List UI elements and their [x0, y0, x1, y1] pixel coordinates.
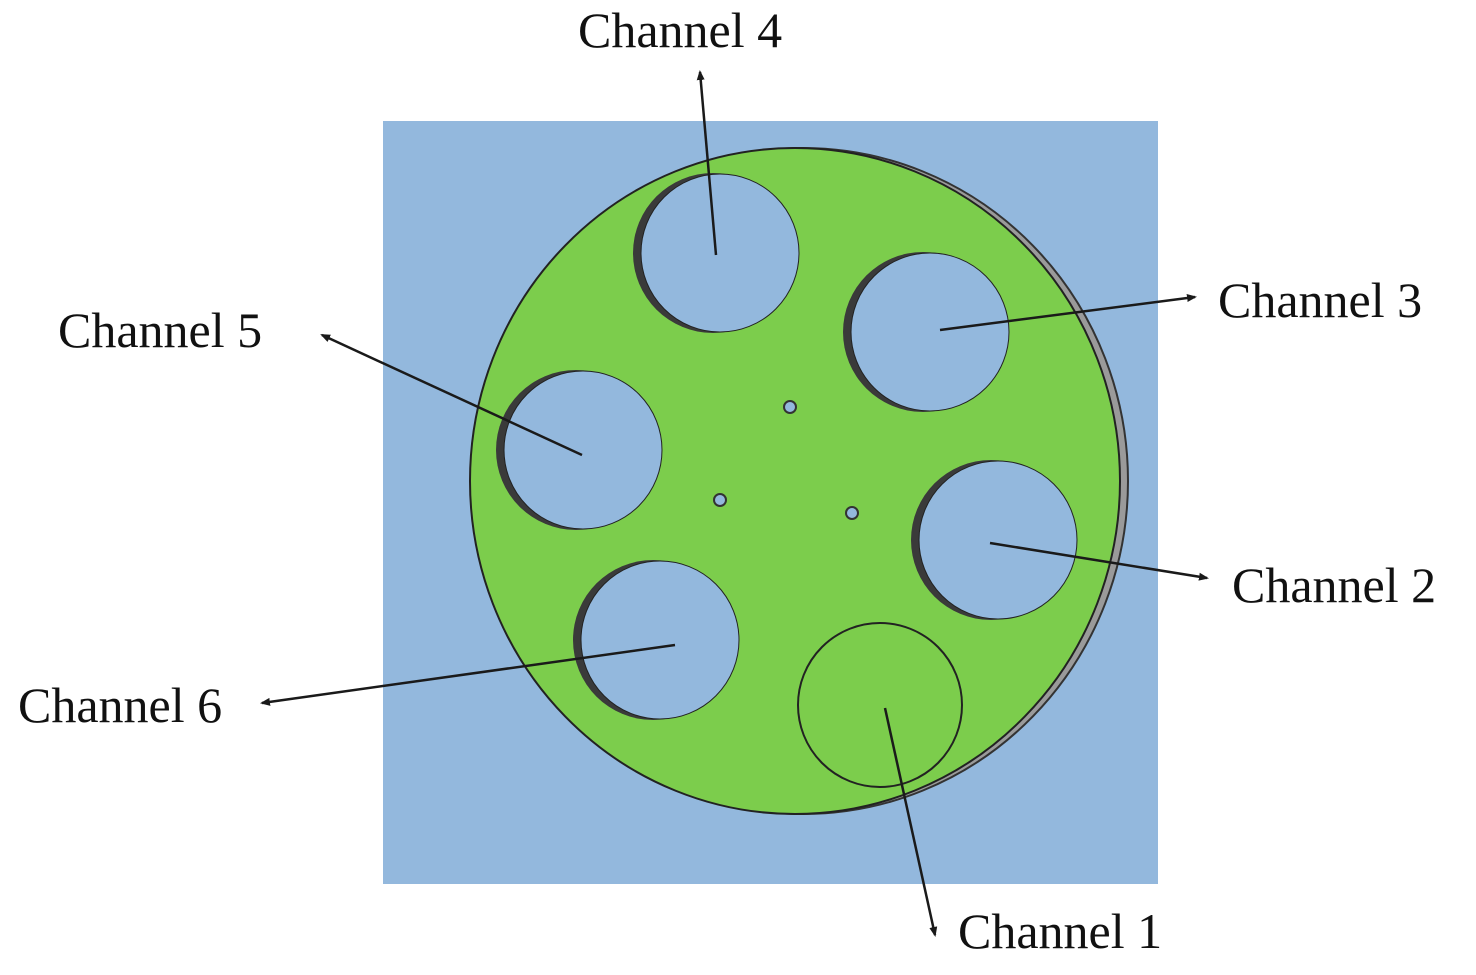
- label-channel-1: Channel 1: [958, 903, 1162, 959]
- channel-hole-ch1: [797, 622, 963, 788]
- channel-hole-ch2: [918, 460, 1078, 620]
- channel-hole-ch6: [580, 560, 740, 720]
- arrow-ch6: [260, 643, 676, 706]
- arrow-ch5: [320, 333, 583, 457]
- label-channel-4: Channel 4: [578, 2, 782, 58]
- arrow-ch4: [696, 70, 718, 256]
- label-channel-6: Channel 6: [18, 677, 222, 733]
- arrow-ch3: [939, 294, 1197, 332]
- arrow-ch2: [989, 541, 1209, 581]
- channel-hole-ch5: [503, 370, 663, 530]
- center-pin: [783, 400, 797, 414]
- arrow-ch1: [883, 707, 938, 937]
- label-channel-2: Channel 2: [1232, 557, 1436, 613]
- center-pin: [845, 506, 859, 520]
- channel-hole-ch3: [850, 252, 1010, 412]
- label-channel-3: Channel 3: [1218, 272, 1422, 328]
- channel-hole-ch4: [640, 173, 800, 333]
- center-pin: [713, 493, 727, 507]
- label-channel-5: Channel 5: [58, 302, 262, 358]
